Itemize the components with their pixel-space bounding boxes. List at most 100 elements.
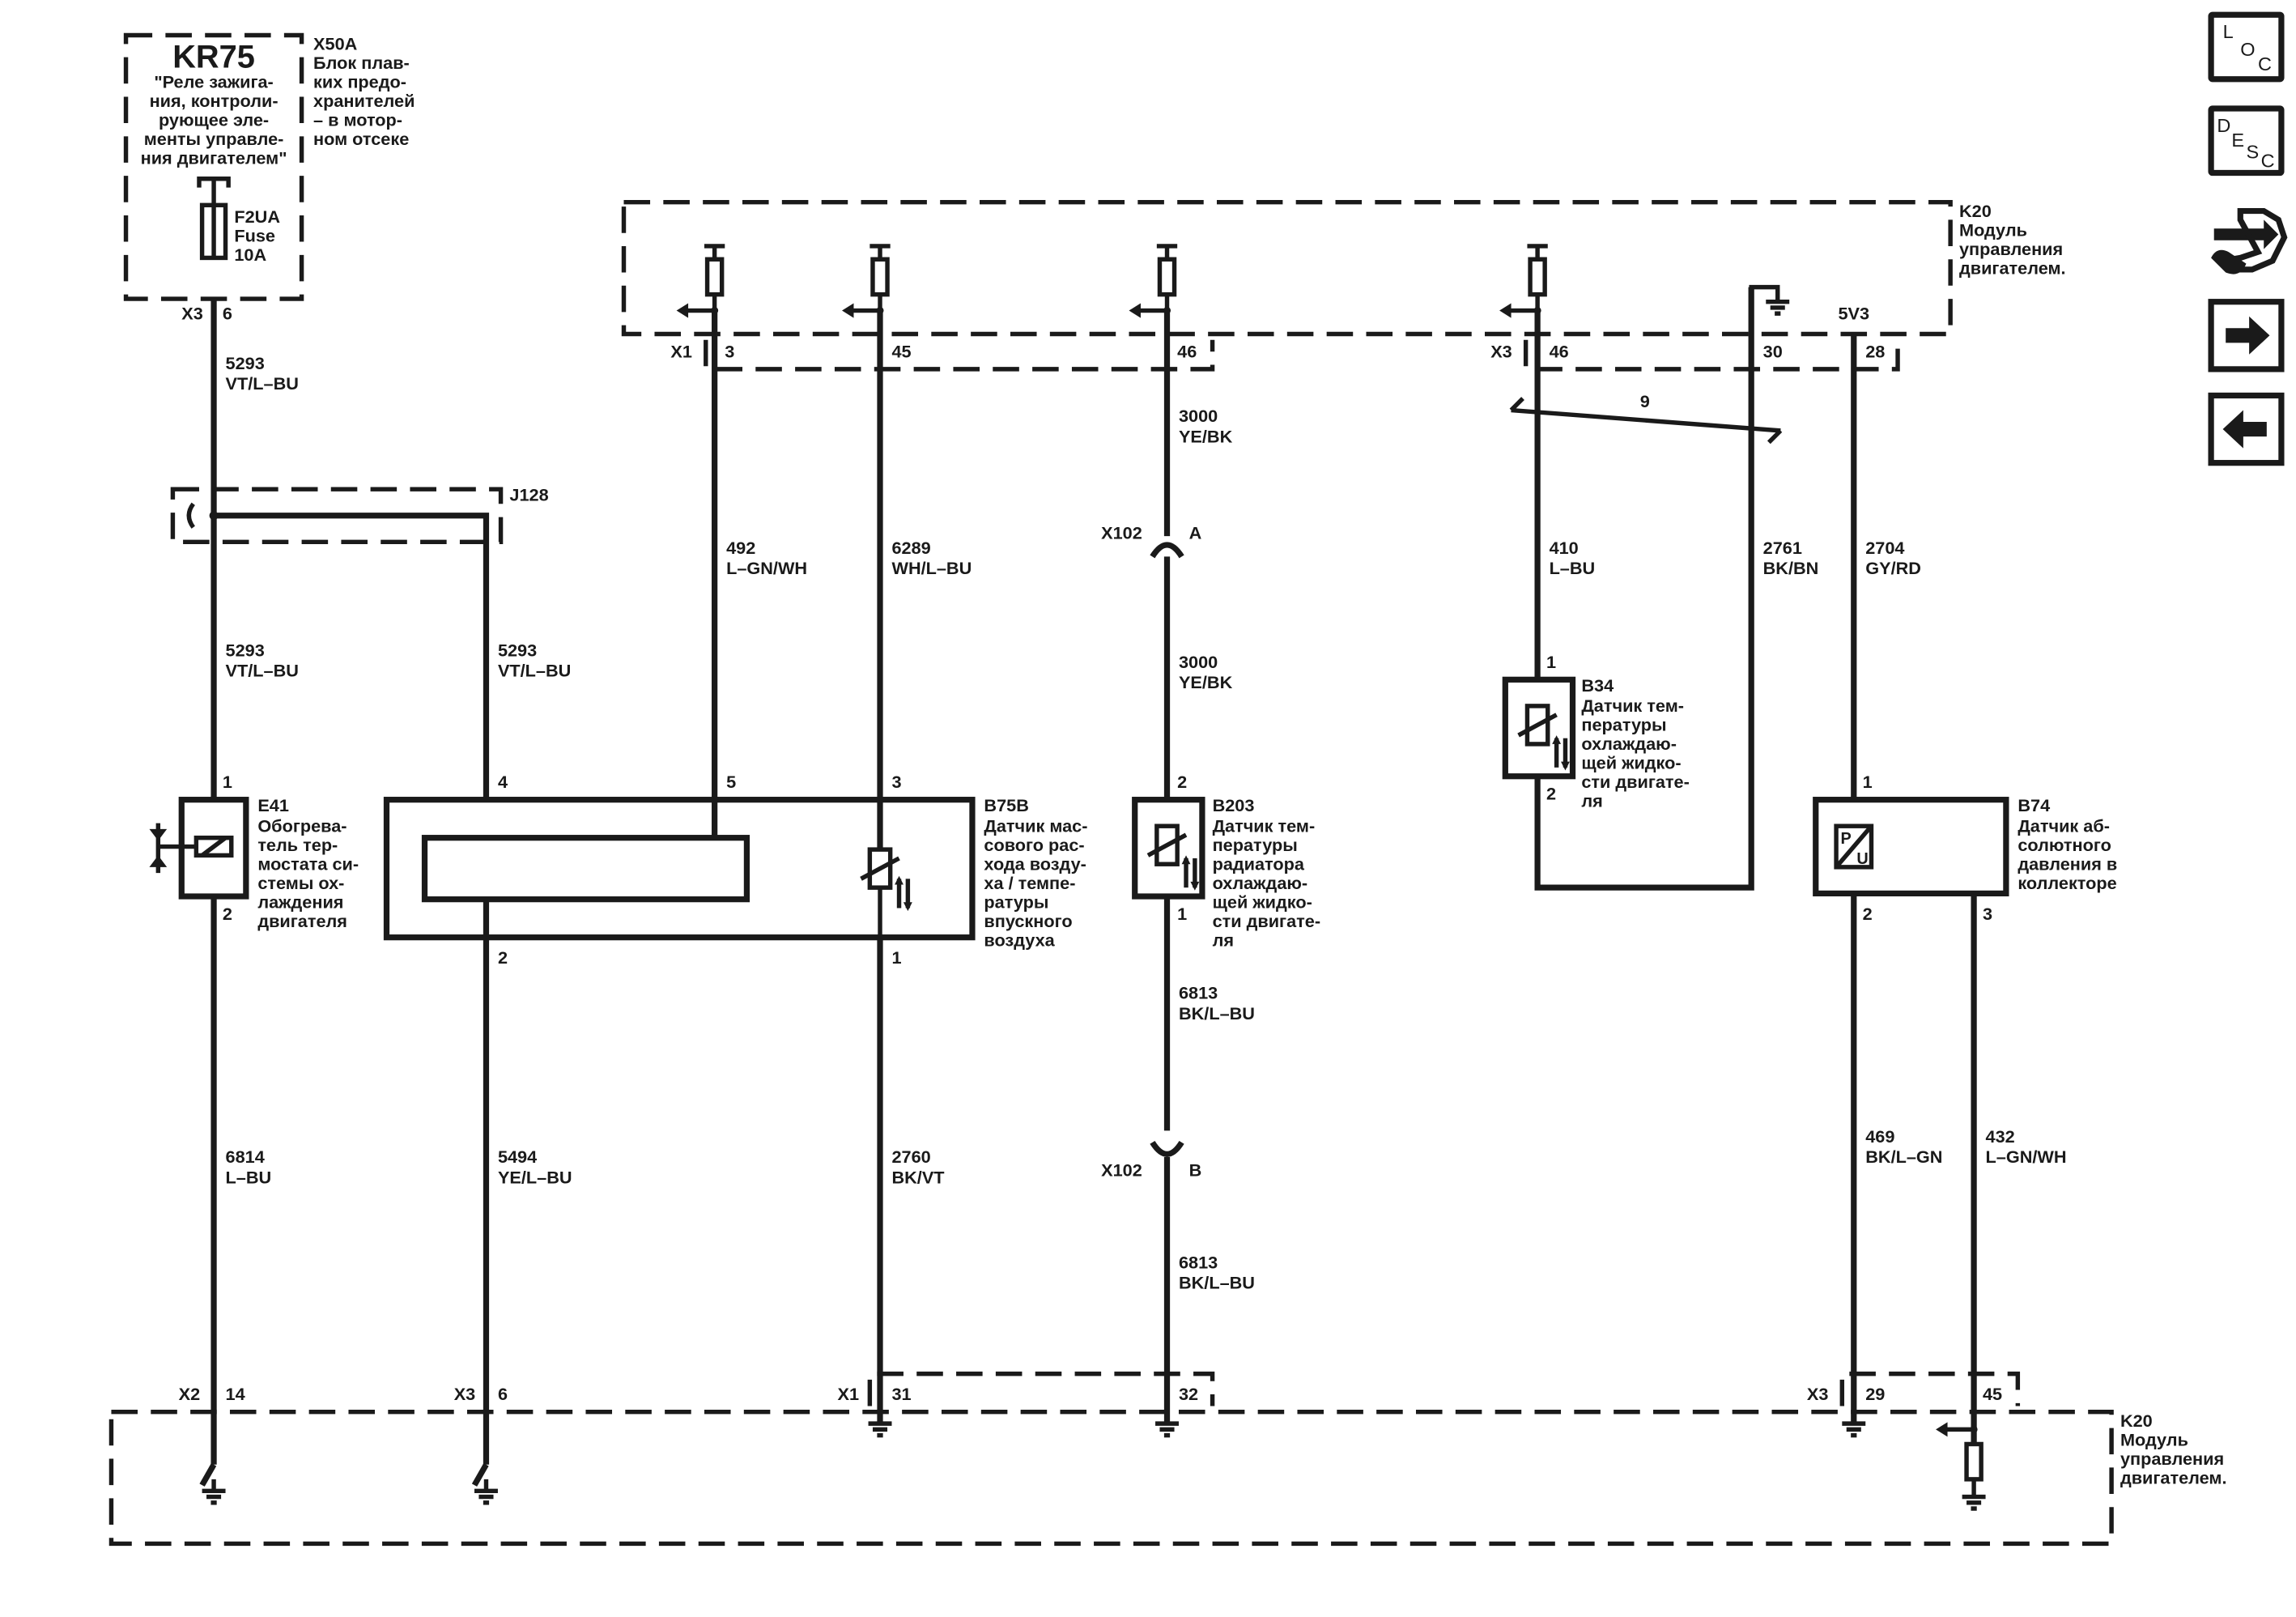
wire-432-circuit: 432 (1986, 1126, 2015, 1147)
top-connector-x1: X1 3 45 46 (670, 339, 1215, 372)
bottom-x3b-label: X3 (1807, 1384, 1829, 1404)
b74-pin-2: 2 (1863, 904, 1873, 924)
b203-name-5: щей жидко- (1213, 891, 1312, 912)
x102-a-label: X102 (1101, 523, 1142, 543)
b203-name-7: ля (1213, 930, 1234, 951)
b203-name-6: сти двигате- (1213, 911, 1320, 931)
wire-2760-color: BK/VT (891, 1168, 945, 1188)
b75b-name-3: хода возду- (984, 853, 1086, 874)
loc-button-frame[interactable] (2208, 11, 2285, 83)
component-b74: P U 1 2 3 B74 Датчик аб- солютного давле… (1813, 772, 2117, 924)
bottom-x2-pin: 14 (226, 1384, 245, 1404)
wire-6814-color: L–BU (226, 1168, 272, 1188)
fuse-block-id: X50A (313, 34, 358, 54)
b75b-pin-3: 3 (891, 772, 901, 792)
wire-469-circuit: 469 (1865, 1126, 1894, 1147)
arrow-right-icon (2226, 316, 2270, 355)
b75b-pin-2: 2 (498, 947, 508, 968)
component-b203: 2 1 B203 Датчик тем- пературы радиатора … (1132, 772, 1320, 951)
x102-pin-b: B (1189, 1160, 1202, 1180)
relay-name-line-5: ния двигателем" (141, 148, 287, 168)
ecm-top-name-1: Модуль (1959, 219, 2027, 240)
b75b-name-6: впускного (984, 911, 1072, 931)
relay-id: KR75 (172, 39, 255, 74)
b203-pin-2: 2 (1177, 772, 1187, 792)
bottom-x2-label: X2 (179, 1384, 201, 1404)
e41-name-4: стемы ох- (257, 873, 344, 893)
b203-name-1: Датчик тем- (1213, 815, 1316, 836)
fuse-rating: 10A (234, 245, 266, 265)
wire-5494-circuit: 5494 (498, 1147, 537, 1167)
wire-3000-mid-circuit: 3000 (1179, 652, 1218, 672)
relay-name-line-4: менты управле- (144, 129, 284, 149)
wire-6813-mid-color: BK/L–BU (1179, 1003, 1255, 1023)
wire-5494-color: YE/L–BU (498, 1168, 572, 1188)
loc-button[interactable]: L O C (2208, 11, 2285, 83)
connector-tool-button[interactable] (2205, 199, 2288, 282)
ecm-top-k20: K20 Модуль управления двигателем. (621, 199, 2066, 340)
b34-name-4: щей жидко- (1581, 753, 1681, 773)
ecm-bottom-id: K20 (2120, 1411, 2153, 1431)
top-x3-pin-46: 46 (1550, 341, 1569, 361)
b34-name-2: пературы (1581, 715, 1666, 735)
ecm-switch-e41 (199, 1462, 226, 1505)
fuse-block-name-4: – в мотор- (313, 110, 402, 130)
side-nav: L O C D E S C (2205, 11, 2288, 466)
e41-name-1: Обогрева- (257, 815, 347, 836)
b75b-name-4: ха / темпе- (984, 873, 1075, 893)
b203-name-2: пературы (1213, 835, 1298, 855)
wire-labels: 5293 VT/L–BU 5293 VT/L–BU 5293 VT/L–BU 4… (226, 353, 2067, 1293)
top-x3-pin-30: 30 (1763, 341, 1783, 361)
b203-id: B203 (1213, 795, 1255, 815)
desc-letter-s: S (2247, 141, 2260, 162)
b75b-pin-4: 4 (498, 772, 508, 792)
e41-name-3: мостата си- (257, 853, 359, 874)
b74-symbol-u: U (1856, 850, 1868, 868)
prev-button[interactable] (2208, 392, 2285, 466)
wire-3000-top-color: YE/BK (1179, 426, 1233, 446)
next-button[interactable] (2208, 299, 2285, 372)
wire-5293-left-circuit: 5293 (226, 640, 265, 660)
ecm-pullup-x3-46 (1499, 244, 1548, 318)
e41-id: E41 (257, 795, 289, 815)
bottom-x1-pin-32: 32 (1179, 1384, 1198, 1404)
b74-pin-1: 1 (1863, 772, 1873, 792)
ecm-bottom-name-2: управления (2120, 1449, 2224, 1469)
desc-button[interactable]: D E S C (2208, 105, 2285, 177)
wire-6814-circuit: 6814 (226, 1147, 265, 1167)
top-x1-pin-45: 45 (891, 341, 911, 361)
wire-410-color: L–BU (1550, 558, 1596, 578)
wire-6289-circuit: 6289 (891, 538, 930, 558)
top-connector-x3: X3 46 30 28 (1490, 339, 1900, 372)
ecm-bottom-name-1: Модуль (2120, 1429, 2188, 1449)
desc-letter-c: C (2261, 150, 2275, 171)
wire-6813-mid-circuit: 6813 (1179, 983, 1218, 1003)
component-b75b: 4 5 3 2 1 B75B Датчик мас- сового рас- х… (383, 772, 1087, 968)
ecm-pullup-3 (676, 244, 725, 318)
ref-5v3: 5V3 (1838, 303, 1869, 323)
inline-connector-x102: X102 A X102 B (1101, 523, 1202, 1181)
e41-pin-2: 2 (223, 904, 232, 924)
wire-469-color: BK/L–GN (1865, 1147, 1942, 1167)
b34-name-1: Датчик тем- (1581, 696, 1684, 716)
top-x3-label: X3 (1490, 341, 1512, 361)
b74-name-4: коллекторе (2018, 873, 2116, 893)
desc-button-frame[interactable] (2208, 105, 2285, 177)
desc-letter-d: D (2217, 115, 2230, 136)
b75b-name-1: Датчик мас- (984, 815, 1087, 836)
wire-2704-color: GY/RD (1865, 558, 1921, 578)
ecm-ground-29 (1842, 1421, 1866, 1438)
b34-id: B34 (1581, 675, 1614, 696)
twisted-pair-label: 9 (1640, 391, 1650, 411)
wire-5293-top-circuit: 5293 (226, 353, 265, 373)
relay-name-line-3: рующее эле- (159, 110, 269, 130)
loc-letter-o: O (2240, 39, 2255, 60)
relay-name-line-1: "Реле зажига- (154, 72, 273, 92)
ecm-top-name-2: управления (1959, 239, 2063, 259)
wire-5293-branch (214, 513, 490, 800)
b74-name-3: давления в (2018, 853, 2117, 874)
b75b-name-7: воздуха (984, 930, 1055, 951)
fuse-block-x50a: KR75 "Реле зажига- ния, контроли- рующее… (123, 32, 415, 323)
wire-6813-bot-circuit: 6813 (1179, 1252, 1218, 1272)
top-x1-pin-46: 46 (1177, 341, 1197, 361)
